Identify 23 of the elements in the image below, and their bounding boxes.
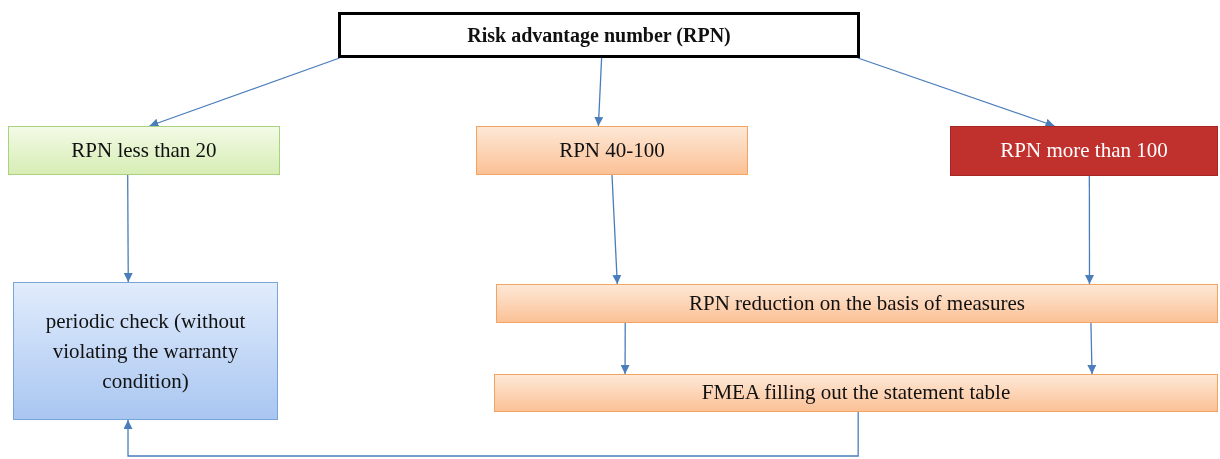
- arrow: [123, 411, 859, 457]
- process-box: [494, 374, 1218, 412]
- node-label: RPN more than 100: [1000, 137, 1168, 165]
- node-label: RPN 40-100: [559, 136, 665, 164]
- node-label: RPN less than 20: [71, 136, 217, 164]
- process-box: [476, 126, 748, 175]
- arrow: [611, 174, 622, 285]
- arrow: [123, 174, 133, 283]
- node-label: Risk advantage number (RPN): [467, 23, 731, 49]
- process-box: [8, 126, 280, 175]
- arrow: [620, 322, 630, 375]
- arrow: [148, 57, 341, 128]
- arrow: [1087, 322, 1097, 375]
- arrow: [594, 57, 604, 127]
- title-box: [338, 12, 860, 58]
- node-label: RPN reduction on the basis of measures: [689, 289, 1025, 317]
- process-box: [496, 284, 1218, 323]
- arrow: [1084, 175, 1094, 285]
- process-box: [13, 282, 278, 420]
- arrow: [857, 57, 1056, 128]
- process-box: [950, 126, 1218, 176]
- node-label: periodic check (without violating the warranty condition): [44, 308, 247, 395]
- node-label: FMEA filling out the statement table: [701, 379, 1011, 407]
